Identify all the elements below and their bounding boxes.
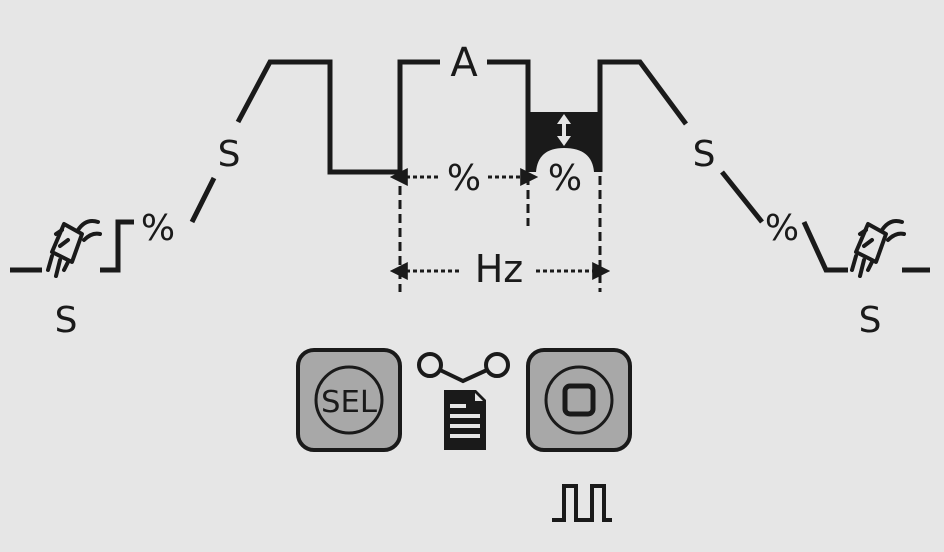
torch-icon-left: [46, 219, 102, 278]
adjust-arrow-icon: [557, 114, 571, 146]
square-stop-icon: [562, 383, 596, 417]
sel-button[interactable]: SEL: [296, 348, 402, 452]
sel-circle-icon: [314, 365, 384, 435]
upslope-label: S: [218, 134, 241, 175]
start-current-label: %: [141, 208, 175, 249]
pulse-width-label: %: [447, 158, 481, 199]
current-label: A: [450, 40, 478, 86]
post-gas-label: S: [859, 300, 882, 341]
background-current-label: %: [548, 158, 582, 199]
dimension-lines: [389, 168, 611, 292]
end-current-label: %: [765, 208, 799, 249]
stop-button[interactable]: [526, 348, 632, 452]
frequency-label: Hz: [475, 247, 524, 291]
program-document-icon: [444, 390, 486, 450]
program-link-icon: [417, 352, 510, 384]
waveform-line: [10, 59, 930, 273]
pulse-wave-icon: [552, 484, 612, 522]
downslope-label: S: [693, 134, 716, 175]
button-circle: [544, 365, 614, 435]
torch-icon-right: [850, 219, 906, 278]
sel-button-label: SEL: [321, 385, 377, 420]
pre-gas-label: S: [55, 300, 78, 341]
